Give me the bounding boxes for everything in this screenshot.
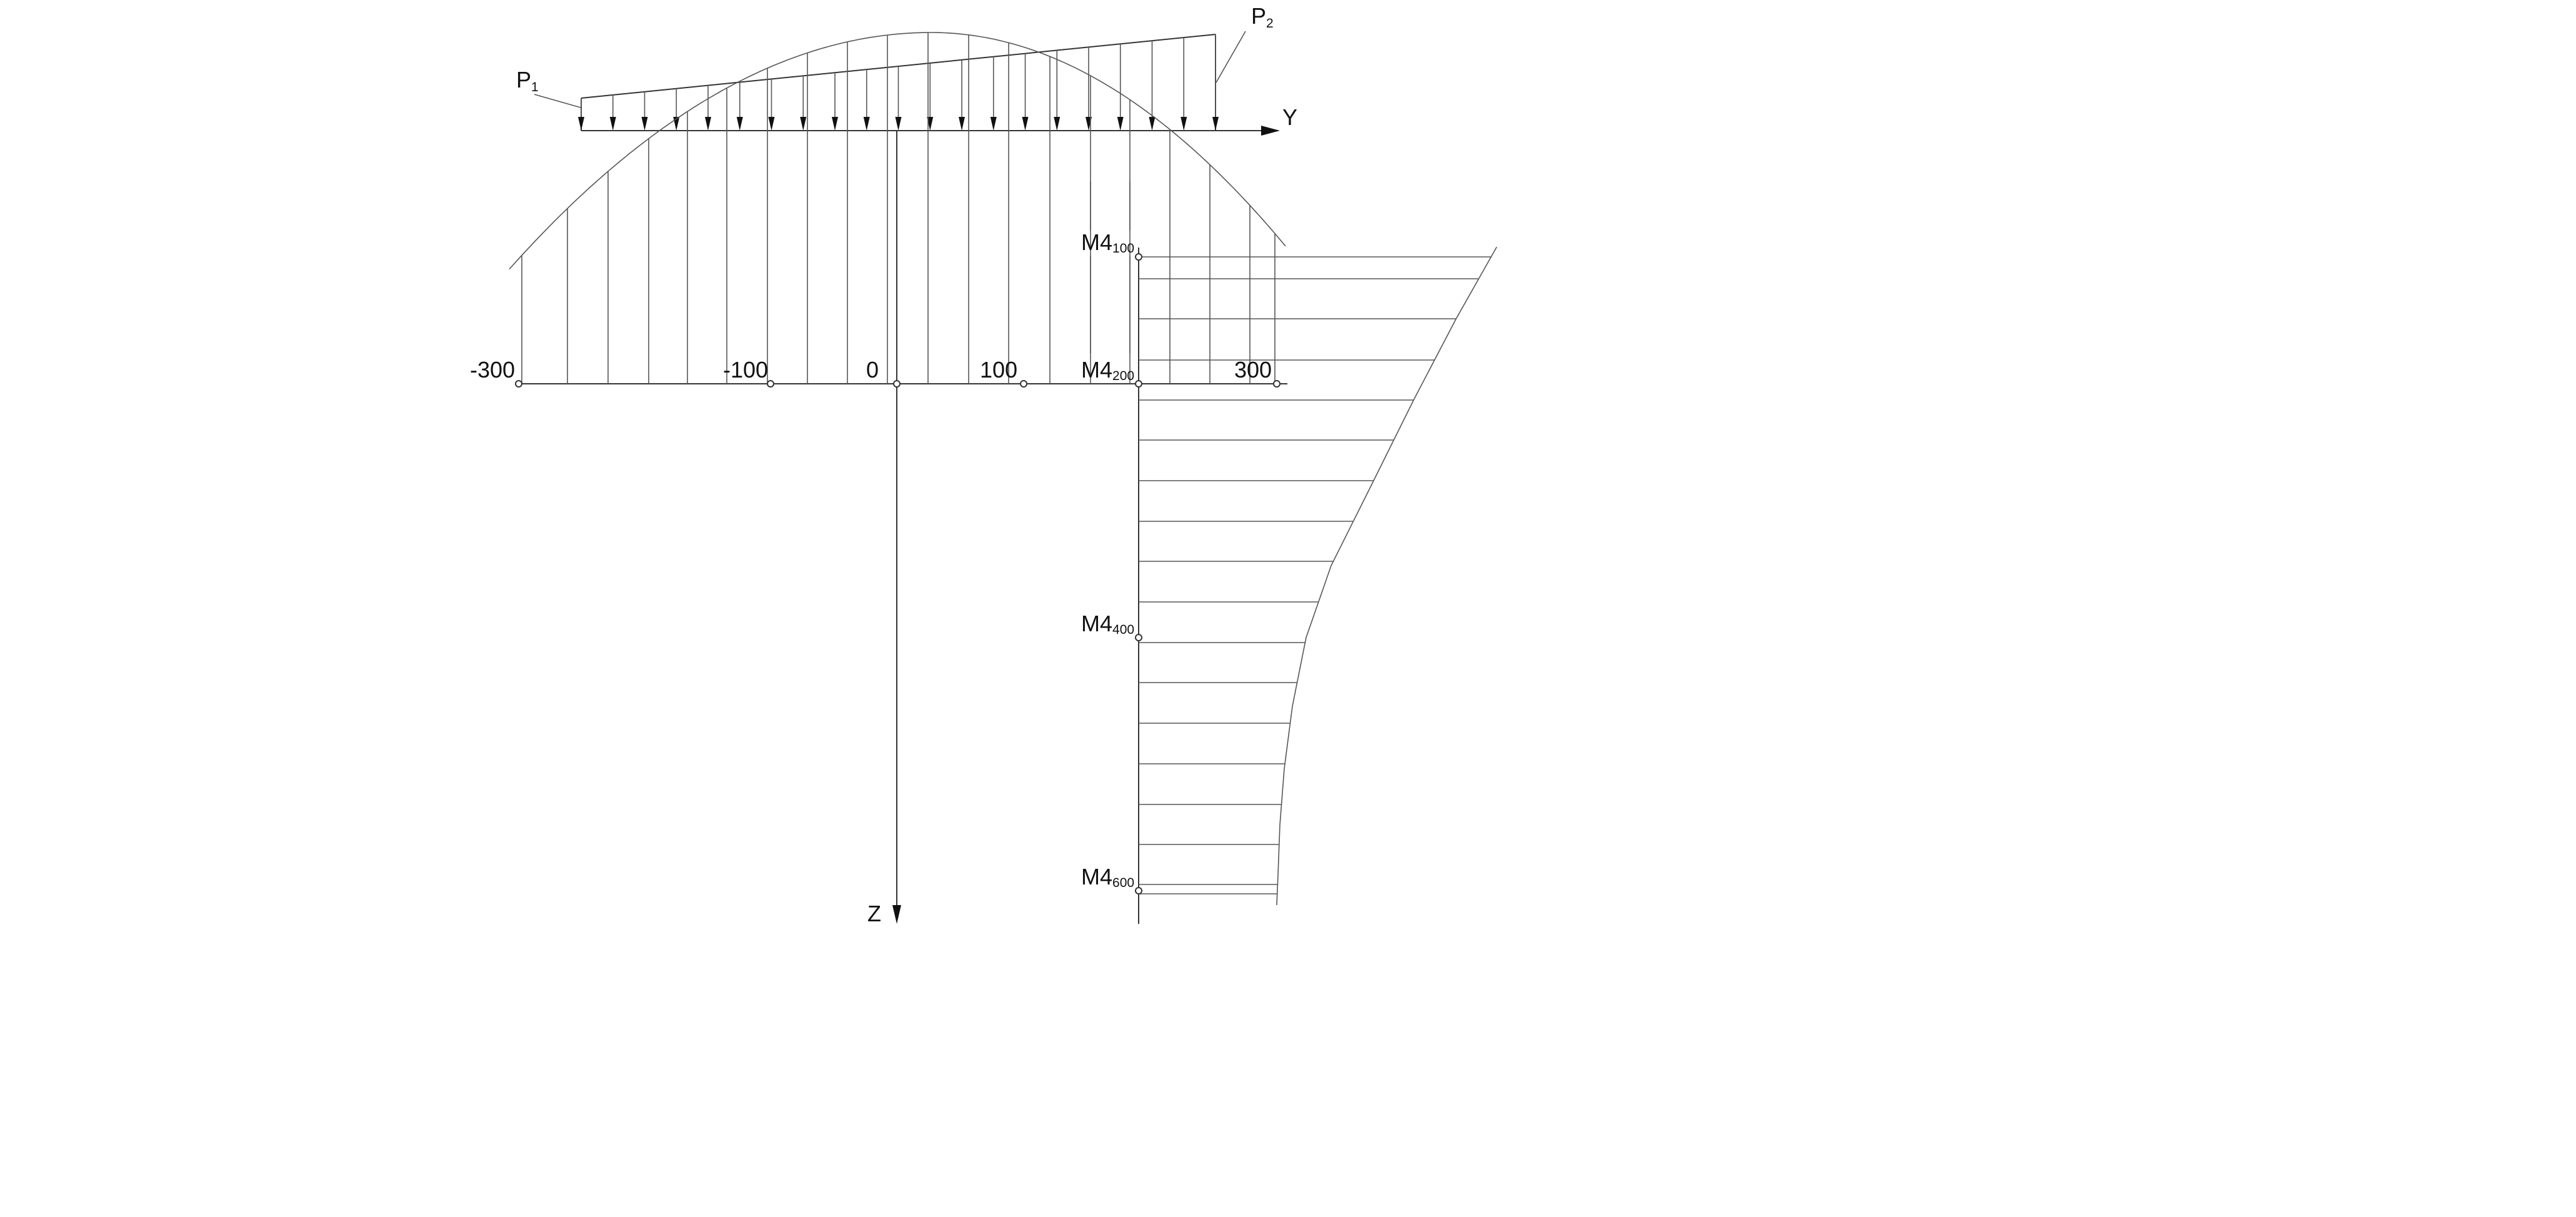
m4-400-label: M4400 [1081,611,1134,637]
load-arrow-head [1117,117,1124,131]
z-axis-arrowhead [892,905,901,924]
load-arrow-head [1149,117,1156,131]
m4-100-label: M4100 [1081,229,1134,256]
load-arrow-head [1022,117,1029,131]
tick-label-300: 300 [1234,357,1272,383]
y-axis-arrowhead [1261,126,1280,136]
node-minus-100 [767,380,774,388]
tick-label-0: 0 [866,357,879,383]
p1-leader [534,94,581,108]
m4-600-label: M4600 [1081,864,1134,890]
moment-curve [509,32,1286,270]
node-m4-400 [1135,634,1142,641]
node-300 [1273,380,1281,388]
load-arrow-head [641,117,648,131]
load-arrow-head [705,117,711,131]
p2-label: P2 [1251,3,1274,31]
m4-curve [1276,246,1497,906]
tick-label-minus-100: -100 [723,357,768,383]
load-arrow-head [800,117,807,131]
node-100 [1020,380,1027,388]
load-arrow-head [990,117,997,131]
p2-leader [1216,31,1246,83]
load-arrow-head [1212,117,1219,131]
m4-hatching [1139,256,1491,894]
tick-label-100: 100 [980,357,1017,383]
y-axis-label: Y [1282,104,1297,130]
node-minus-300 [515,380,522,388]
load-arrow-head [609,117,616,131]
load-arrows [578,34,1219,131]
z-axis-label: Z [867,901,881,926]
node-m4-600 [1135,887,1142,894]
load-arrow-head [863,117,870,131]
load-arrow-head [768,117,775,131]
load-arrow-head [1181,117,1187,131]
node-m4-100 [1135,253,1142,261]
node-200 [1135,380,1142,388]
m4-200-label: M4200 [1081,357,1134,383]
tick-label-minus-300: -300 [470,357,515,383]
load-arrow-head [578,117,584,131]
node-0 [893,380,901,388]
load-arrow-head [736,117,743,131]
load-arrow-head [832,117,838,131]
load-arrow-head [1054,117,1061,131]
load-arrow-head [895,117,902,131]
p1-label: P1 [516,67,539,94]
load-arrow-head [959,117,965,131]
